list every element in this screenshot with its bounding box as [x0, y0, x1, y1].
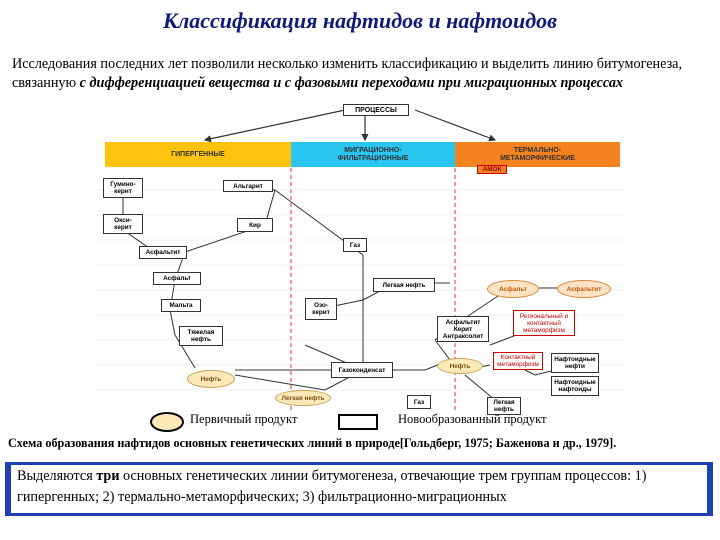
node-oil-2: Нефть [437, 358, 483, 374]
diagram-caption: Схема образования нафтидов основных гене… [8, 436, 617, 450]
legend-new-label: Новообразованный продукт [398, 412, 547, 426]
node-asfaltit-1: Асфальтит [139, 246, 187, 259]
node-asfaltit-kerit-antraksolit: Асфальтит Керит Антраксолит [437, 316, 489, 342]
conclusion-prefix: Выделяются [17, 468, 97, 484]
node-naftoidy: Нафтоидные нафтоиды [551, 376, 599, 396]
legend-new-symbol [338, 414, 378, 430]
node-asfalt-1: Асфальт [153, 272, 201, 285]
band-thermal: ТЕРМАЛЬНО- МЕТАМОРФИЧЕСКИЕ [455, 142, 620, 167]
intro-emphasis: с дифференциацией вещества и с фазовыми … [79, 75, 624, 91]
node-oil-1: Нефть [187, 370, 235, 388]
band-migration: МИГРАЦИОННО- ФИЛЬТРАЦИОННЫЕ [291, 142, 455, 167]
intro-paragraph: Исследования последних лет позволили нес… [12, 55, 712, 93]
node-contact-metamorphism: Контактный метаморфизм [493, 352, 543, 370]
node-regional-metamorphism: Региональный и контактный метаморфизм [513, 310, 575, 336]
band-hypergene: ГИПЕРГЕННЫЕ [105, 142, 291, 167]
node-ozokerit: Озо- керит [305, 298, 337, 320]
node-gas-1: Газ [343, 238, 367, 252]
node-naftoid-oils: Нафтоидные нефти [551, 353, 599, 373]
conclusion-text: Выделяются три основных генетических лин… [11, 465, 707, 513]
node-heavy-oil: Тяжелая нефть [179, 326, 223, 346]
conclusion-body: основных генетических линии битумогенеза… [17, 468, 647, 505]
node-gas-2: Газ [407, 395, 431, 409]
conclusion-frame: Выделяются три основных генетических лин… [5, 462, 713, 516]
node-maltha: Мальта [161, 299, 201, 312]
processes-box: ПРОЦЕССЫ [343, 104, 409, 116]
node-asfalt-2: Асфальт [487, 280, 539, 298]
legend-primary-symbol [150, 412, 184, 432]
node-light-oil-2: Легкая нефть [275, 390, 331, 406]
node-kir: Кир [237, 218, 273, 232]
amok-label: АМОК [477, 165, 507, 174]
conclusion-bold: три [96, 468, 120, 484]
node-gazokondensat: Газоконденсат [331, 362, 393, 378]
node-asfaltit-2: Асфальтит [557, 280, 611, 298]
legend-primary-label: Первичный продукт [190, 412, 298, 426]
page-title: Классификация нафтидов и нафтоидов [163, 8, 557, 33]
node-guminokerit: Гумино- керит [103, 178, 143, 198]
node-light-oil-1: Легкая нефть [373, 278, 435, 292]
genesis-diagram: ПРОЦЕССЫ ГИПЕРГЕННЫЕ МИГРАЦИОННО- ФИЛЬТР… [95, 100, 625, 415]
node-light-oil-3: Легкая нефть [487, 397, 521, 415]
node-algarit: Альгарит [223, 180, 273, 192]
intro-text: Исследования последних лет позволили нес… [12, 56, 683, 91]
node-oksikerit: Окси- керит [103, 214, 143, 234]
